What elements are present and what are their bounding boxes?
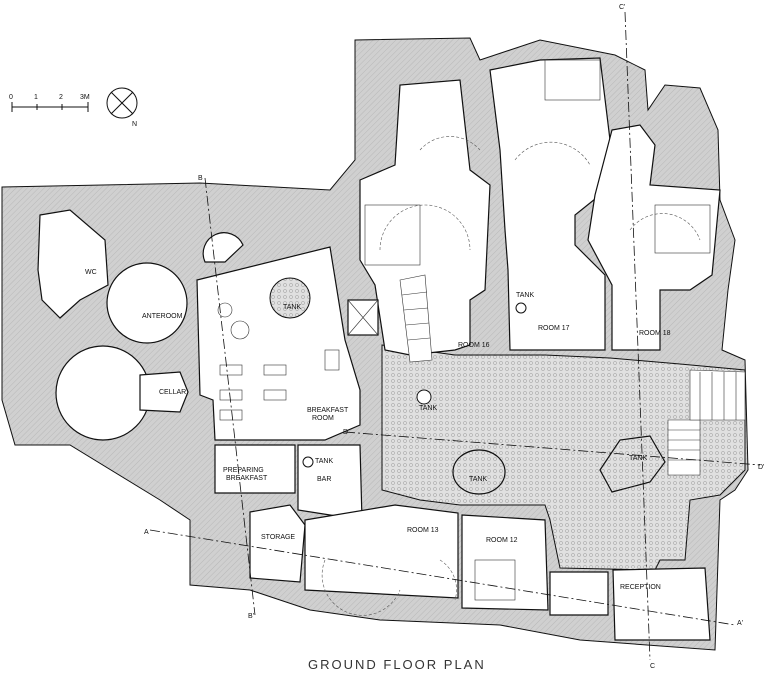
tank-room17-icon [515, 302, 527, 314]
section-lines [149, 11, 761, 661]
north-label: N [132, 121, 137, 128]
label-room-18: ROOM 18 [639, 330, 671, 337]
preparing-breakfast-room [214, 444, 296, 494]
tank-courtyard-center [452, 449, 506, 495]
door-swings [321, 136, 701, 616]
label-cellar: CELLAR [159, 389, 186, 396]
label-wc: WC [85, 269, 97, 276]
label-reception: RECEPTION [620, 584, 661, 591]
section-c-prime: C' [619, 4, 625, 11]
stairs-courtyard [667, 369, 746, 476]
label-room-12: ROOM 12 [486, 537, 518, 544]
tank-breakfast [269, 277, 311, 319]
room-13 [304, 504, 459, 599]
anteroom-room [106, 262, 188, 344]
section-b: B [198, 175, 203, 182]
label-tank-small: TANK [419, 405, 437, 412]
room-16-bed [364, 204, 421, 266]
label-tank-breakfast: TANK [283, 304, 301, 311]
courtyard [381, 344, 746, 571]
breakfast-room [196, 246, 361, 441]
scale-tick-3: 3M [80, 94, 90, 101]
wc-room [37, 209, 109, 319]
section-d: D [343, 429, 348, 436]
label-room-16: ROOM 16 [458, 342, 490, 349]
scale-bar: 0 1 2 3M [9, 94, 90, 112]
section-a: A [144, 529, 149, 536]
reception-wc [549, 571, 609, 616]
drawing-title: GROUND FLOOR PLAN [308, 657, 486, 672]
scale-tick-0: 0 [9, 94, 13, 101]
scale-tick-1: 1 [34, 94, 38, 101]
room-18 [587, 124, 721, 351]
room-12 [461, 514, 549, 611]
room-17-bed [544, 59, 601, 101]
section-d-prime: D' [758, 464, 764, 471]
section-b-prime: B' [248, 613, 254, 620]
label-tank-bar: TANK [315, 458, 333, 465]
section-a-prime: A' [737, 620, 743, 627]
breakfast-tables [217, 302, 340, 421]
label-preparing-2: BREAKFAST [226, 475, 268, 482]
label-bar: BAR [317, 476, 331, 483]
label-tank-east: TANK [629, 455, 647, 462]
label-tank-center: TANK [469, 476, 487, 483]
label-breakfast-2: ROOM [312, 415, 334, 422]
label-room-13: ROOM 13 [407, 527, 439, 534]
cellar-room [55, 345, 151, 441]
tank-courtyard-small [416, 389, 432, 405]
section-c: C [650, 663, 655, 670]
north-arrow-icon: N [106, 87, 138, 128]
label-breakfast-1: BREAKFAST [307, 407, 349, 414]
label-preparing-1: PREPARING [223, 467, 264, 474]
tank-courtyard-east [599, 435, 666, 493]
cellar-passage [139, 371, 189, 413]
tank-bar-icon [302, 456, 314, 468]
storage-room [249, 504, 306, 583]
stair-turret [202, 232, 244, 263]
room-17 [489, 57, 611, 351]
room-12-bed [474, 559, 516, 601]
stairs-room16 [399, 274, 433, 363]
label-tank-room17: TANK [516, 292, 534, 299]
label-room-17: ROOM 17 [538, 325, 570, 332]
reception-room [612, 567, 711, 641]
room-18-bed [654, 204, 711, 254]
label-anteroom: ANTEROOM [142, 313, 183, 320]
scale-tick-2: 2 [59, 94, 63, 101]
label-storage: STORAGE [261, 534, 295, 541]
